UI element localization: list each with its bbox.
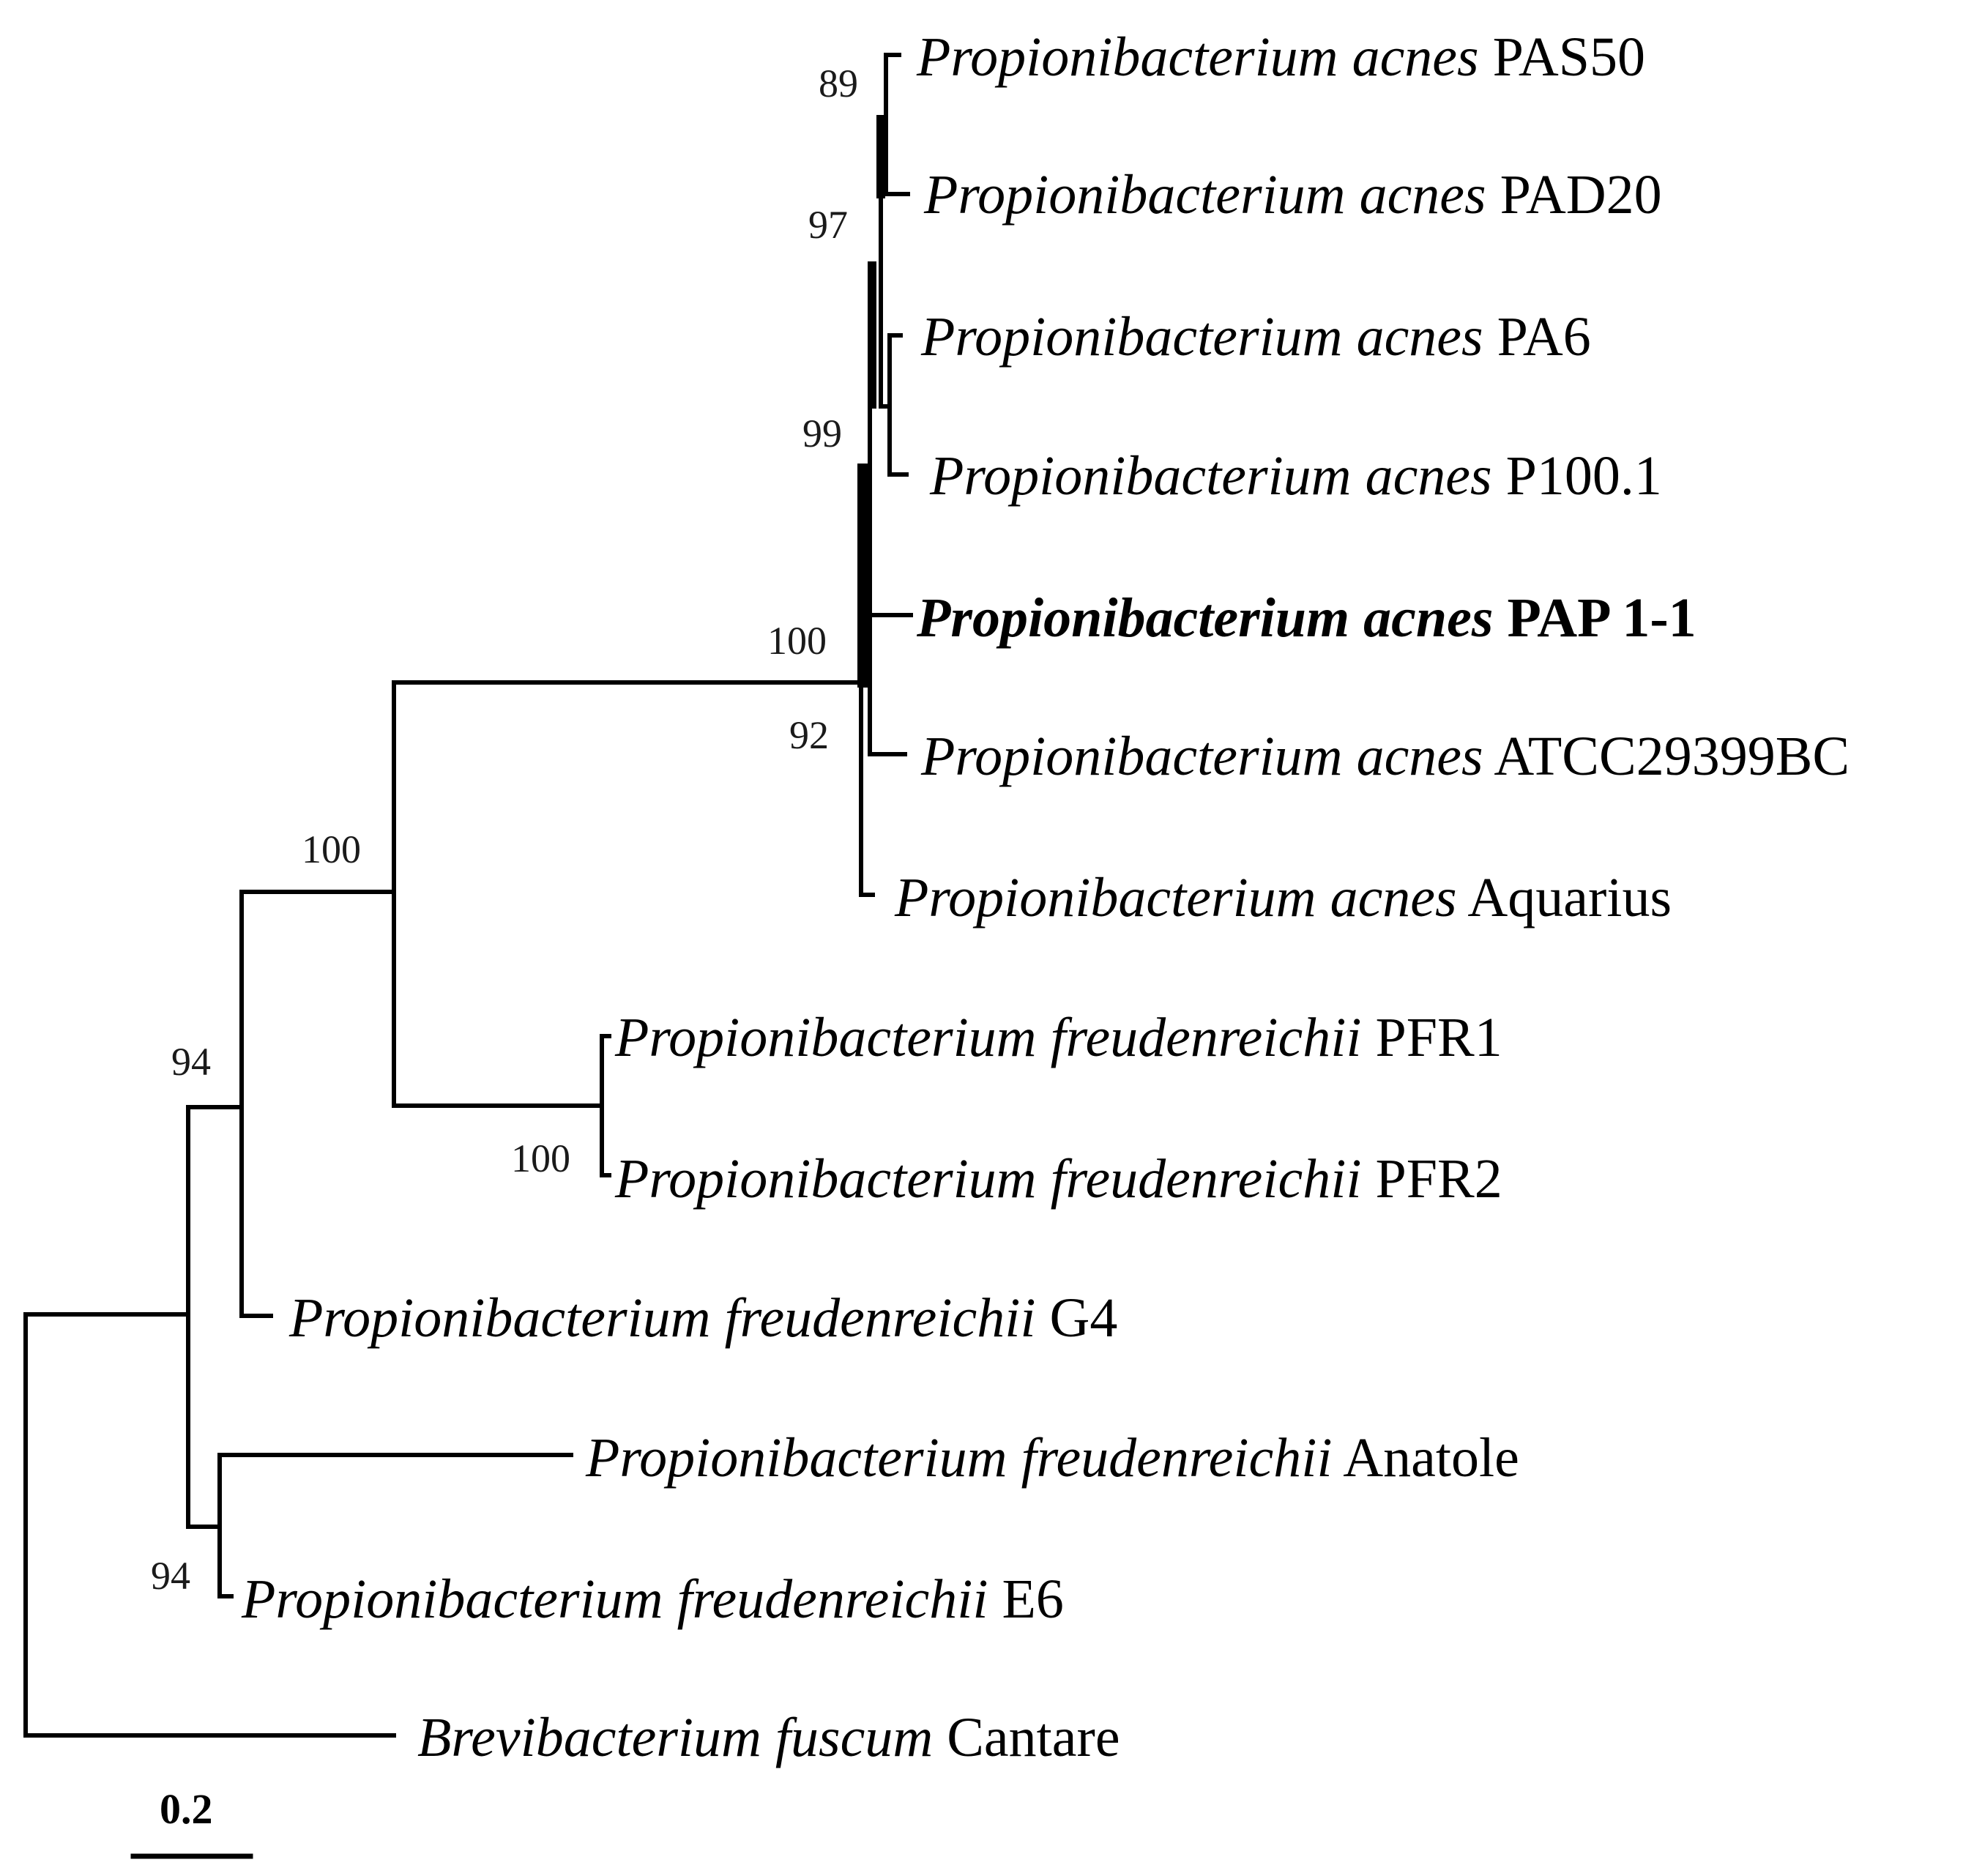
bootstrap-pa6-p100: 97 <box>808 203 848 247</box>
bootstrap-anatole-e6: 94 <box>151 1554 190 1598</box>
bootstrap-acnes-pfr: 100 <box>302 827 361 871</box>
taxon-atcc: Propionibacterium acnes ATCC29399BC <box>920 726 1850 787</box>
taxon-pfr2: Propionibacterium freudenreichii PFR2 <box>614 1148 1502 1210</box>
bootstrap-acnes-clade: 100 <box>767 619 827 663</box>
taxon-anatole: Propionibacterium freudenreichii Anatole <box>585 1427 1519 1489</box>
taxon-p1001: Propionibacterium acnes P100.1 <box>929 445 1662 507</box>
bootstrap-pas50-pad20: 89 <box>819 62 858 105</box>
bootstrap-freud-group: 94 <box>171 1040 211 1084</box>
taxon-g4: Propionibacterium freudenreichii G4 <box>288 1287 1117 1349</box>
taxon-aquarius: Propionibacterium acnes Aquarius <box>894 867 1672 928</box>
taxon-pap11: Propionibacterium acnes PAP 1-1 <box>916 587 1696 649</box>
tree-branches <box>23 53 913 1738</box>
taxon-pas50: Propionibacterium acnes PAS50 <box>916 26 1645 88</box>
bootstrap-pfr1-pfr2: 100 <box>511 1136 570 1180</box>
taxon-e6: Propionibacterium freudenreichii E6 <box>241 1568 1064 1630</box>
scale-bar-label: 0.2 <box>160 1785 213 1833</box>
taxon-pad20: Propionibacterium acnes PAD20 <box>923 164 1662 226</box>
taxon-pa6: Propionibacterium acnes PA6 <box>920 306 1591 368</box>
bootstrap-values: 89 97 99 100 92 100 100 94 94 <box>151 62 858 1598</box>
taxon-pfr1: Propionibacterium freudenreichii PFR1 <box>614 1007 1502 1068</box>
taxon-cantare: Brevibacterium fuscum Cantare <box>417 1707 1120 1768</box>
bootstrap-atcc-node: 92 <box>789 713 829 757</box>
bootstrap-acnes-upper: 99 <box>802 412 842 455</box>
taxon-labels: Propionibacterium acnes PAS50 Propioniba… <box>241 26 1850 1768</box>
scale-bar: 0.2 <box>130 1785 253 1859</box>
